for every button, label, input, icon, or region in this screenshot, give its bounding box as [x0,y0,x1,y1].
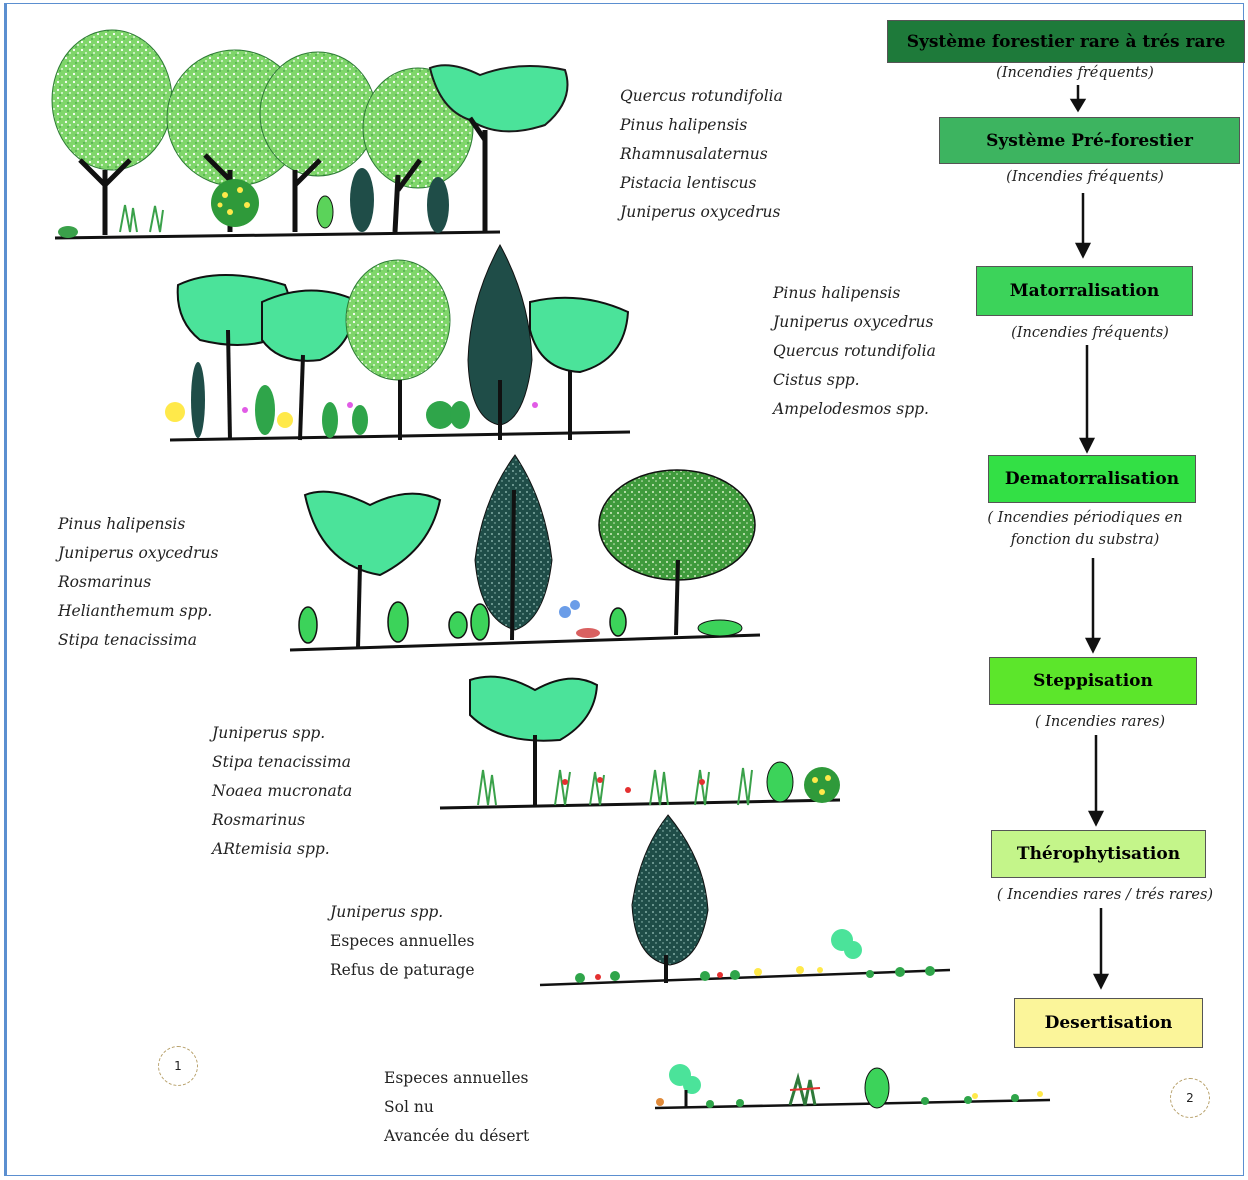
figure-number-badge: 1 [158,1046,198,1086]
species-item: Juniperus oxycedrus [620,203,781,221]
flow-arrow-head [1084,637,1102,654]
stage-label: Dematorralisation [1004,469,1180,489]
species-list-3: Pinus halipensis Juniperus oxycedrus Ros… [58,510,218,655]
figure-number-badge: 2 [1170,1078,1210,1118]
species-item: Noaea mucronata [212,782,353,800]
stage-desertisation: Desertisation [1014,998,1203,1048]
species-item: Pinus halipensis [58,515,186,533]
species-item: Juniperus oxycedrus [58,544,219,562]
species-item: Rosmarinus [58,573,152,591]
species-item: Refus de paturage [330,961,475,979]
species-item: ARtemisia spp. [212,840,330,858]
stage-note: ( Incendies périodiques en fonction du s… [960,507,1210,551]
stage-label: Matorralisation [1009,281,1160,301]
species-item: Stipa tenacissima [212,753,351,771]
species-item: Juniperus spp. [330,903,444,921]
species-item: Especes annuelles [330,932,475,950]
stage-note-line: ( Incendies périodiques en [987,510,1183,526]
stage-note: ( Incendies rares) [1034,714,1166,730]
flow-arrow-head [1074,242,1092,259]
species-list-4: Juniperus spp. Stipa tenacissima Noaea m… [212,719,352,864]
scene-preforest [165,243,631,442]
flow-arrow-head [1092,973,1110,990]
stage-note: (Incendies fréquents) [1011,325,1169,341]
species-item: Helianthemum spp. [58,602,213,620]
stage-forest-system: Système forestier rare à trés rare [887,20,1245,63]
stage-steppisation: Steppisation [989,657,1197,705]
flow-arrow-head [1087,810,1105,827]
species-item: Avancée du désert [384,1127,530,1145]
stage-label: Desertisation [1044,1013,1173,1033]
flow-arrow-head [1069,98,1087,113]
species-item: Pinus halipensis [773,284,901,302]
flow-arrow-head [1078,437,1096,454]
scene-desert [654,1064,1051,1110]
species-list-6: Especes annuelles Sol nu Avancée du dése… [384,1064,529,1151]
species-item: Rosmarinus [212,811,306,829]
diagram-frame [4,3,1244,1176]
stage-note: ( Incendies rares / trés rares) [996,887,1214,903]
stage-note-line: fonction du substra) [1010,532,1160,548]
stage-matorralisation: Matorralisation [976,266,1193,316]
species-item: Ampelodesmos spp. [773,400,929,418]
stage-label: Steppisation [1033,671,1153,691]
stage-label: Thérophytisation [1016,844,1181,864]
species-list-1: Quercus rotundifolia Pinus halipensis Rh… [620,82,783,227]
species-item: Rhamnusalaternus [620,145,768,163]
species-item: Pinus halipensis [620,116,748,134]
stage-preforest-system: Système Pré-forestier [939,117,1240,164]
species-item: Quercus rotundifolia [773,342,936,360]
stage-label: Système Pré-forestier [986,130,1193,151]
species-list-5: Juniperus spp. Especes annuelles Refus d… [330,898,475,985]
species-item: Juniperus oxycedrus [773,313,934,331]
scene-steppe [439,675,841,810]
species-item: Quercus rotundifolia [620,87,783,105]
scene-forest [51,29,569,240]
scene-matorral [289,454,761,652]
species-item: Especes annuelles [384,1069,529,1087]
stage-note: (Incendies fréquents) [1006,169,1164,185]
species-item: Juniperus spp. [212,724,326,742]
species-item: Stipa tenacissima [58,631,197,649]
scene-therophyte [539,814,951,987]
species-item: Sol nu [384,1098,434,1116]
species-item: Pistacia lentiscus [620,174,757,192]
stage-label: Système forestier rare à trés rare [906,31,1226,52]
species-list-2: Pinus halipensis Juniperus oxycedrus Que… [773,279,936,424]
stage-note: (Incendies fréquents) [996,65,1154,81]
stage-dematorralisation: Dematorralisation [988,455,1196,503]
stage-therophytisation: Thérophytisation [991,830,1206,878]
species-item: Cistus spp. [773,371,860,389]
